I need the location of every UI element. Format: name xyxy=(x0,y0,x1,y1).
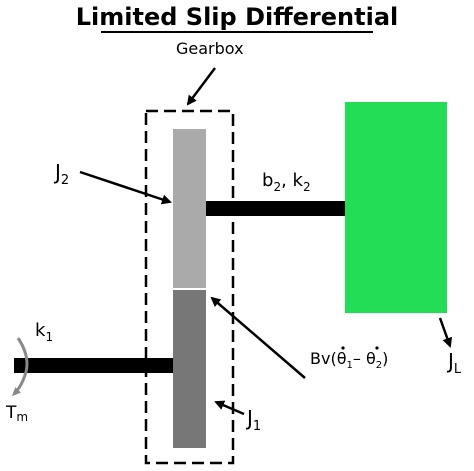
torque-arrow xyxy=(11,337,29,397)
input-shaft xyxy=(14,358,176,373)
upper-gear-j2 xyxy=(173,129,206,288)
jl-arrow xyxy=(438,317,453,348)
j1-label: J1 xyxy=(245,406,261,434)
bv-arrow xyxy=(210,296,306,379)
b2-k2-label: b2, k2 xyxy=(262,170,311,194)
tm-label: Tm xyxy=(5,403,28,424)
gearbox-label: Gearbox xyxy=(176,39,244,58)
j1-arrow xyxy=(214,400,245,416)
bv-label: Bv(θ1– θ2) xyxy=(310,349,388,371)
theta2-dot xyxy=(375,346,379,350)
output-shaft xyxy=(205,201,348,216)
lower-gear-j1 xyxy=(173,290,206,448)
gearbox-arrow xyxy=(186,67,216,106)
gearbox-boundary xyxy=(144,109,235,465)
theta1-dot xyxy=(341,346,345,350)
j2-label: J2 xyxy=(53,160,69,188)
k1-label: k1 xyxy=(35,320,53,344)
diagram-title: Limited Slip Differential xyxy=(76,3,399,31)
load-inertia-block xyxy=(345,102,447,313)
j2-arrow xyxy=(79,170,172,205)
jl-label: JL xyxy=(446,349,462,377)
